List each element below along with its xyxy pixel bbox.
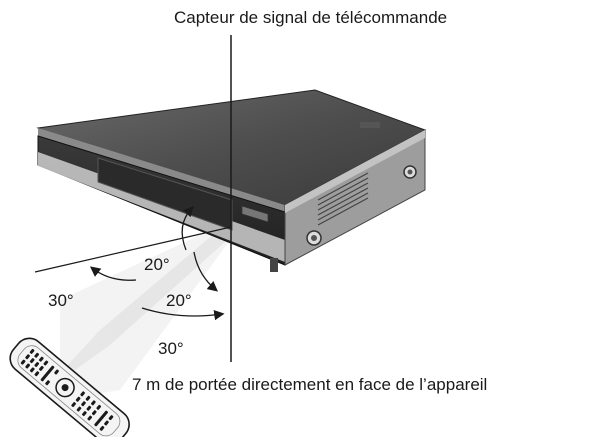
angle-label-lower-20: 20° bbox=[166, 291, 192, 310]
ray-left-30 bbox=[34, 226, 232, 273]
angle-label-bottom-30: 30° bbox=[158, 339, 184, 358]
arc-left-30 bbox=[89, 266, 137, 281]
range-caption: 7 m de portée directement en face de l’a… bbox=[132, 375, 487, 394]
sensor-caption: Capteur de signal de télécommande bbox=[174, 8, 447, 27]
vent-grille bbox=[317, 172, 369, 226]
arc-bottom-30 bbox=[141, 307, 225, 321]
remote-control-icon bbox=[9, 337, 130, 442]
angle-label-left-30: 30° bbox=[48, 291, 74, 310]
angle-label-upper-20: 20° bbox=[144, 255, 170, 274]
arc-right-20 bbox=[193, 251, 218, 292]
ir-beam-wide bbox=[60, 222, 236, 400]
arc-upper-20 bbox=[181, 206, 194, 251]
